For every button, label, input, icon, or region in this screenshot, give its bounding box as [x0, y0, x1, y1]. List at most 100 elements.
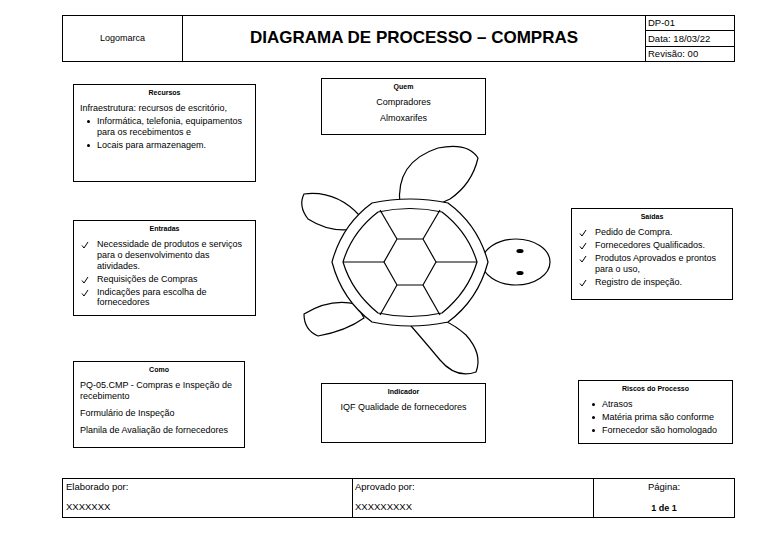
- cell-text: Logomarca: [100, 33, 145, 44]
- list-item: Informática, telefonia, equipamentos par…: [80, 116, 249, 138]
- box-text: Registro de inspeção.: [595, 277, 726, 288]
- list-item: Almoxarifes: [328, 113, 479, 124]
- box-text: Requisições de Compras: [97, 274, 249, 285]
- cell-text: DP-01: [648, 17, 675, 28]
- box-text: Fornecedor são homologado: [602, 425, 726, 436]
- check-stroke: [82, 290, 88, 296]
- shell-hexagon: [384, 239, 436, 285]
- table-cell: Revisão: 00: [648, 47, 733, 61]
- process-box: IndicadorIQF Qualidade de fornecedores: [321, 383, 486, 443]
- list-item: Indicações para escolha de fornecedores: [80, 287, 249, 309]
- box-text: Compradores: [328, 97, 479, 108]
- list-item: Registro de inspeção.: [578, 277, 726, 288]
- box-text: Infraestrutura: recursos de escritório,: [80, 103, 249, 114]
- box-heading-row: Quem: [328, 83, 479, 91]
- head: [482, 239, 550, 285]
- list-item: Fornecedores Qualificados.: [578, 240, 726, 251]
- table-cell: Data: 18/03/22: [648, 31, 733, 46]
- flipper: [304, 302, 364, 336]
- table-cell: XXXXXXX: [66, 500, 346, 514]
- page-title: DIAGRAMA DE PROCESSO – COMPRAS: [250, 28, 578, 48]
- shell-seams: [343, 210, 477, 315]
- bullet-dot: [592, 429, 595, 432]
- box-text: Necessidade de produtos e serviços para …: [97, 239, 249, 271]
- box-text: Fornecedores Qualificados.: [595, 240, 726, 251]
- process-box: Riscos do ProcessoAtrasosMatéria prima s…: [578, 380, 733, 444]
- list-item: Infraestrutura: recursos de escritório,: [80, 103, 249, 114]
- box-heading: Quem: [328, 83, 479, 91]
- check-stroke: [580, 243, 586, 249]
- box-text: Indicações para escolha de fornecedores: [97, 287, 249, 309]
- list-item: Produtos Aprovados e prontos para o uso,: [578, 253, 726, 275]
- box-heading-row: Indicador: [328, 388, 479, 396]
- box-heading: Recursos: [80, 89, 249, 97]
- shell-ring: [343, 209, 477, 317]
- table-cell: Página:: [594, 480, 734, 493]
- check-stroke: [580, 230, 586, 236]
- table-cell: DP-01: [648, 16, 733, 30]
- shell: [332, 199, 488, 326]
- check-mark: [579, 279, 587, 287]
- check-mark: [81, 241, 89, 249]
- table-cell: 1 de 1: [594, 501, 734, 515]
- box-heading: Como: [80, 366, 238, 374]
- process-box: ComoPQ-05.CMP - Compras e Inspeção de re…: [73, 361, 245, 448]
- cell-text: XXXXXXX: [66, 501, 110, 512]
- box-text: Formulário de Inspeção: [80, 408, 238, 419]
- turtle: [302, 146, 550, 374]
- box-heading-row: Saídas: [578, 213, 726, 221]
- check-mark: [579, 229, 587, 237]
- box-text: Planila de Avaliação de fornecedores: [80, 425, 238, 436]
- box-text: Almoxarifes: [328, 113, 479, 124]
- bullet-dot: [87, 120, 90, 123]
- list-item: Atrasos: [585, 399, 726, 410]
- box-heading-row: Entradas: [80, 225, 249, 233]
- box-text: PQ-05.CMP - Compras e Inspeção de recebi…: [80, 380, 238, 402]
- list-item: Locais para armazenagem.: [80, 140, 249, 151]
- bullet-dot: [87, 144, 90, 147]
- process-box: QuemCompradoresAlmoxarifes: [321, 78, 486, 135]
- list-item: Planila de Avaliação de fornecedores: [80, 425, 238, 436]
- check-stroke: [82, 277, 88, 283]
- box-heading-row: Riscos do Processo: [585, 385, 726, 393]
- check-mark: [81, 289, 89, 297]
- box-heading-row: Recursos: [80, 89, 249, 97]
- box-text: Informática, telefonia, equipamentos par…: [97, 116, 249, 138]
- cell-text: Data: 18/03/22: [648, 33, 710, 44]
- process-box: EntradasNecessidade de produtos e serviç…: [73, 220, 256, 316]
- flipper: [399, 146, 478, 207]
- box-text: Pedido de Compra.: [595, 227, 726, 238]
- bullet-dot: [592, 416, 595, 419]
- footer-grid: [63, 479, 735, 518]
- box-heading: Saídas: [578, 213, 726, 221]
- table-cell: Aprovado por:: [355, 480, 590, 493]
- list-item: Pedido de Compra.: [578, 227, 726, 238]
- cell-text: Elaborado por:: [66, 481, 128, 492]
- box-heading: Entradas: [80, 225, 249, 233]
- check-mark: [579, 255, 587, 263]
- box-heading: Riscos do Processo: [585, 385, 726, 393]
- cell-text: Revisão: 00: [648, 48, 698, 59]
- process-box: SaídasPedido de Compra. Fornecedores Qual…: [571, 208, 733, 300]
- list-item: Matéria prima são conforme: [585, 412, 726, 423]
- list-item: Requisições de Compras: [80, 274, 249, 285]
- bullet-dot: [592, 403, 595, 406]
- box-heading: Indicador: [328, 388, 479, 396]
- cell-text: 1 de 1: [651, 503, 677, 514]
- header-grid: [63, 16, 735, 62]
- cell-text: Aprovado por:: [355, 481, 415, 492]
- list-item: Necessidade de produtos e serviços para …: [80, 239, 249, 271]
- check-mark: [81, 276, 89, 284]
- check-stroke: [580, 280, 586, 286]
- list-item: Fornecedor são homologado: [585, 425, 726, 436]
- check-mark: [579, 242, 587, 250]
- box-text: Produtos Aprovados e prontos para o uso,: [595, 253, 726, 275]
- list-item: Formulário de Inspeção: [80, 408, 238, 419]
- list-item: PQ-05.CMP - Compras e Inspeção de recebi…: [80, 380, 238, 402]
- box-text: Atrasos: [602, 399, 726, 410]
- box-text: IQF Qualidade de fornecedores: [328, 402, 479, 413]
- cell-text: Página:: [648, 481, 680, 492]
- box-text: Matéria prima são conforme: [602, 412, 726, 423]
- cell-text: XXXXXXXXX: [355, 501, 412, 512]
